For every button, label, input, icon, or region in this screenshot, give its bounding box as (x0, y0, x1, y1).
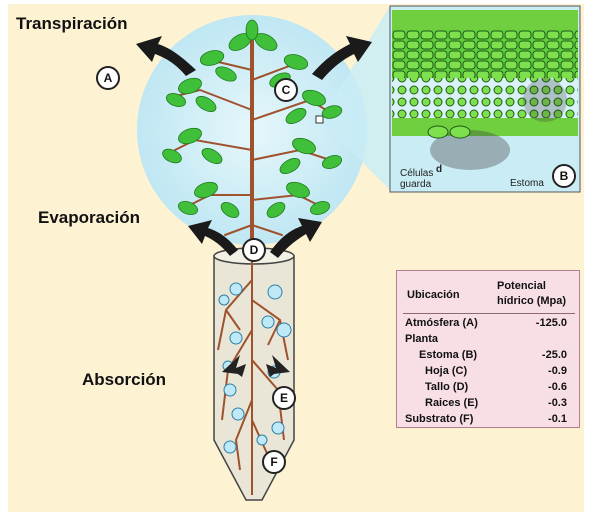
row-value: -0.3 (548, 397, 567, 409)
water-potential-table: Ubicación Potencial hídrico (Mpa) Atmósf… (396, 270, 580, 428)
row-location: Estoma (B) (419, 349, 477, 361)
table-row: Raices (E) -0.3 (397, 397, 579, 413)
row-location: Substrato (F) (405, 413, 473, 425)
label-estoma: Estoma (510, 178, 544, 189)
label-transpiracion: Transpiración (16, 14, 127, 34)
row-value: -25.0 (542, 349, 567, 361)
row-location: Planta (405, 333, 438, 345)
row-value: -0.9 (548, 365, 567, 377)
marker-d: D (242, 238, 266, 262)
table-row: Planta (397, 333, 579, 349)
zoom-point (316, 116, 323, 123)
header-location: Ubicación (407, 289, 460, 301)
marker-b: B (552, 164, 576, 188)
label-celulas-guarda: Células guarda (400, 168, 450, 190)
header-potential: Potencial hídrico (Mpa) (497, 279, 577, 309)
table-row: Tallo (D) -0.6 (397, 381, 579, 397)
table-row: Atmósfera (A) -125.0 (397, 317, 579, 333)
table-row: Substrato (F) -0.1 (397, 413, 579, 429)
row-value: -0.1 (548, 413, 567, 425)
label-absorcion: Absorción (82, 370, 166, 390)
label-d-small: d (436, 164, 442, 175)
table-row: Hoja (C) -0.9 (397, 365, 579, 381)
leaf-cross-section-inset (390, 6, 580, 192)
table-row: Estoma (B) -25.0 (397, 349, 579, 365)
marker-e: E (272, 386, 296, 410)
marker-c: C (274, 78, 298, 102)
row-location: Tallo (D) (425, 381, 468, 393)
row-value: -125.0 (536, 317, 567, 329)
row-value: -0.6 (548, 381, 567, 393)
table-header: Ubicación Potencial hídrico (Mpa) (403, 277, 575, 314)
marker-f: F (262, 450, 286, 474)
row-location: Atmósfera (A) (405, 317, 478, 329)
row-location: Hoja (C) (425, 365, 467, 377)
row-location: Raices (E) (425, 397, 478, 409)
marker-a: A (96, 66, 120, 90)
label-evaporacion: Evaporación (38, 208, 140, 228)
